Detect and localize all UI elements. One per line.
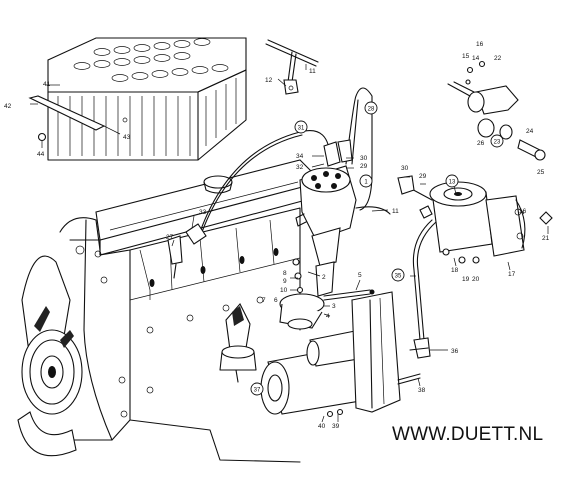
circle-label-28: 28: [368, 107, 375, 113]
circle-label-1: 1: [364, 180, 368, 186]
part-label-7: 7: [262, 297, 266, 304]
battery: [28, 37, 247, 161]
part-label-36: 36: [451, 348, 459, 355]
circle-label-23: 23: [494, 140, 501, 146]
part-label-41: 41: [43, 81, 51, 88]
part-number-labels: 41 42 43 44 12 11 33 27 34 32 30 29 11 3…: [4, 41, 550, 430]
part-label-2: 2: [322, 274, 326, 281]
circle-label-31: 31: [298, 126, 305, 132]
part-label-22: 22: [494, 55, 502, 62]
part-label-11b: 11: [392, 208, 399, 215]
part-label-43: 43: [123, 134, 131, 141]
part-label-29: 29: [419, 173, 427, 180]
part-label-8: 8: [283, 270, 287, 277]
part-label-20: 20: [472, 276, 480, 283]
part-label-11: 11: [309, 68, 316, 75]
part-label-29a: 29: [360, 163, 368, 170]
part-label-9: 9: [283, 278, 287, 285]
site-watermark: WWW.DUETT.NL: [392, 424, 544, 445]
fan-pulley: [17, 255, 83, 457]
part-label-16: 16: [476, 41, 484, 48]
part-label-14: 14: [472, 55, 480, 62]
part-label-30: 30: [360, 155, 368, 162]
t-wrench: [265, 39, 319, 95]
oil-filter-housing: [219, 303, 344, 418]
ignition-switch: [447, 60, 546, 161]
leader-lines: [30, 64, 549, 423]
ignition-leads: [167, 87, 391, 279]
part-label-44: 44: [37, 151, 45, 158]
part-label-4: 4: [326, 313, 330, 320]
part-label-24: 24: [526, 128, 534, 135]
part-label-34: 34: [296, 153, 304, 160]
distributor: [279, 165, 375, 330]
part-label-33: 33: [199, 209, 207, 216]
starter-motor: [260, 291, 429, 415]
part-label-3: 3: [332, 303, 336, 310]
part-label-21: 21: [542, 235, 550, 242]
part-label-19: 19: [462, 276, 470, 283]
part-label-25: 25: [537, 169, 545, 176]
part-label-15: 15: [462, 53, 470, 60]
part-label-42: 42: [4, 103, 12, 110]
circle-label-35: 35: [395, 274, 402, 280]
engine-block: [59, 159, 319, 463]
part-label-16b: 16: [519, 208, 527, 215]
part-label-32: 32: [296, 164, 304, 171]
circled-references: 31 28 1 13 35 37 23: [250, 101, 504, 396]
part-label-6: 6: [274, 297, 278, 304]
part-label-5: 5: [358, 272, 362, 279]
part-label-26: 26: [477, 140, 485, 147]
part-label-10: 10: [280, 287, 288, 294]
part-label-27: 27: [166, 234, 174, 241]
part-label-12: 12: [265, 77, 273, 84]
part-label-39: 39: [332, 423, 340, 430]
circle-label-13: 13: [449, 180, 456, 186]
part-label-17: 17: [508, 271, 516, 278]
part-label-18: 18: [451, 267, 459, 274]
part-label-30b: 30: [401, 165, 409, 172]
ignition-coil: [397, 175, 553, 359]
part-label-40: 40: [318, 423, 326, 430]
part-label-38: 38: [418, 387, 426, 394]
circle-label-37: 37: [254, 388, 261, 394]
